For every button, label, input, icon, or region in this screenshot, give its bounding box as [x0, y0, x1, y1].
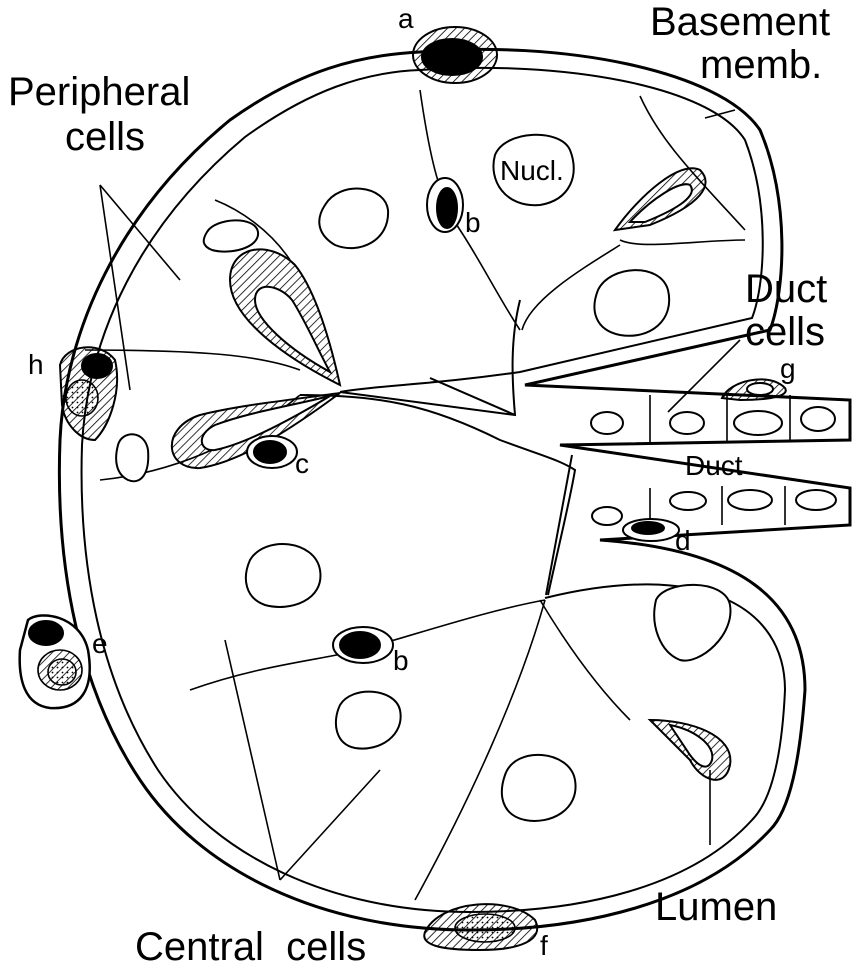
label-peripheral: Peripheral — [8, 70, 190, 114]
label-lumen: Lumen — [655, 885, 777, 929]
cell-b-top — [427, 178, 463, 232]
label-duct-cells-2: cells — [745, 310, 825, 354]
cell-g — [722, 379, 786, 400]
cell-nuclei — [116, 135, 730, 821]
cell-c — [247, 436, 297, 468]
label-b-top: b — [465, 207, 481, 238]
cell-h — [60, 347, 117, 440]
cell-d — [623, 519, 679, 541]
label-central-cells: Central cells — [135, 925, 366, 969]
label-nucl: Nucl. — [500, 155, 564, 186]
label-f: f — [540, 930, 548, 961]
label-e: e — [92, 628, 108, 659]
label-duct: Duct — [685, 450, 743, 481]
label-memb: memb. — [700, 43, 822, 87]
label-b-bottom: b — [393, 645, 409, 676]
peripheral-cell-lumens — [172, 168, 731, 780]
lumen-branch — [300, 300, 575, 595]
label-peripheral-cells: cells — [65, 115, 145, 159]
label-h: h — [28, 349, 44, 380]
cell-b-bottom — [333, 627, 393, 663]
cell-a — [413, 27, 497, 83]
label-duct-cells-1: Duct — [745, 267, 827, 311]
cell-e — [20, 615, 90, 708]
label-a: a — [398, 3, 414, 34]
label-d: d — [675, 525, 691, 556]
label-c: c — [295, 448, 309, 479]
label-g: g — [780, 353, 796, 384]
label-basement: Basement — [650, 0, 830, 44]
